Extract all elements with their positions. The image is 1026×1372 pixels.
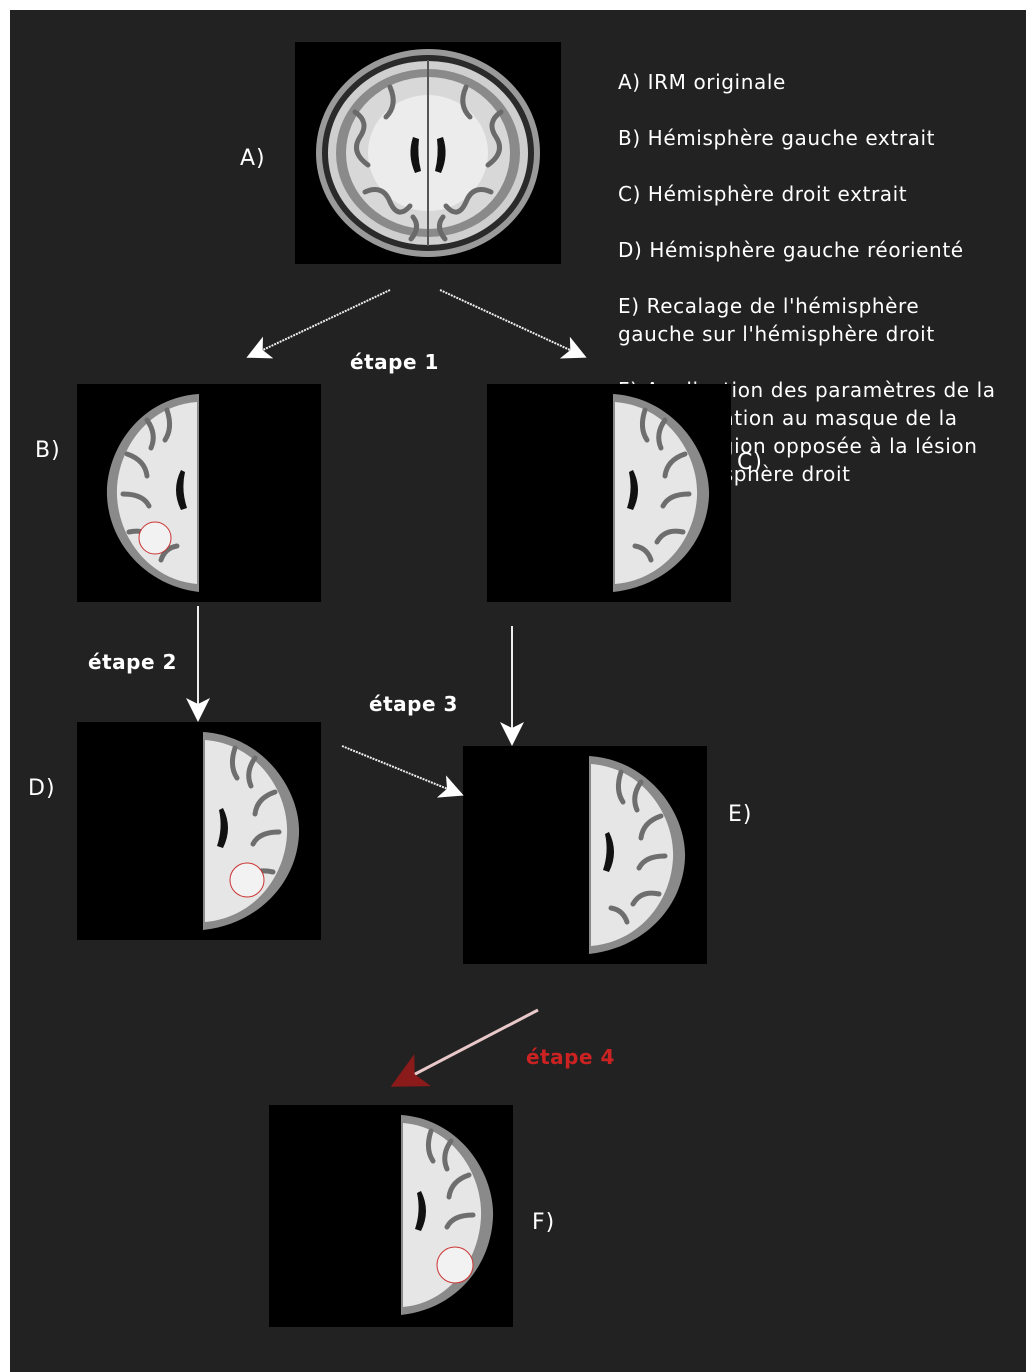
arrow-a-to-c bbox=[440, 290, 583, 356]
arrow-d-to-e bbox=[342, 746, 460, 794]
arrow-e-to-f bbox=[396, 1010, 538, 1084]
arrow-a-to-b bbox=[250, 290, 390, 356]
arrows-layer bbox=[10, 10, 1026, 1372]
diagram-canvas: A) IRM originale B) Hémisphère gauche ex… bbox=[10, 10, 1026, 1372]
